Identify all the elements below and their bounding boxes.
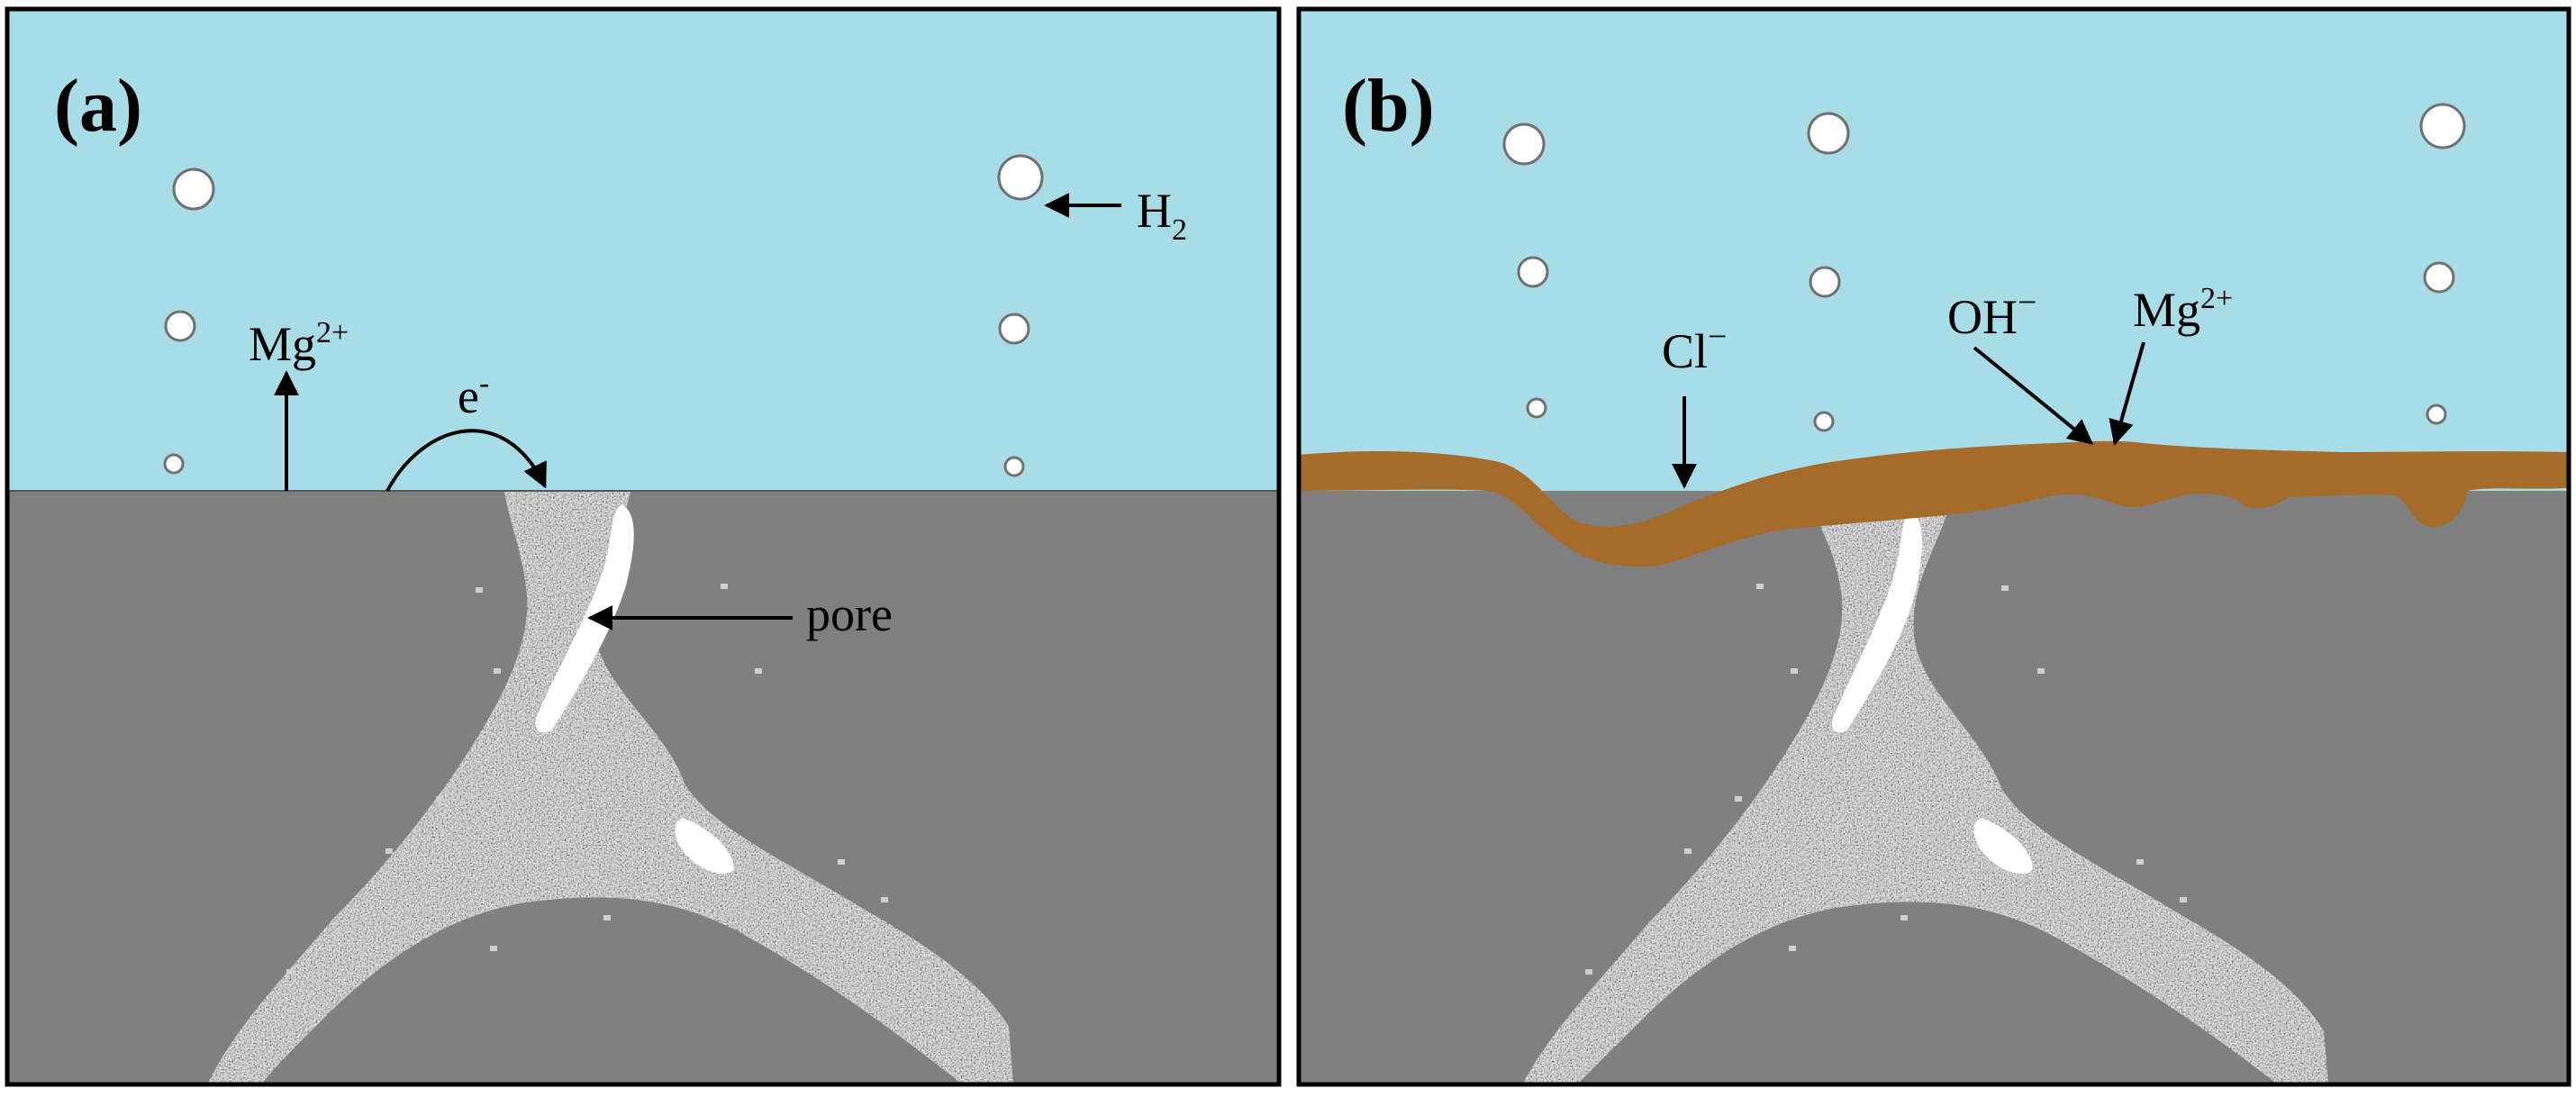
precipitates bbox=[1585, 584, 2187, 975]
bubble bbox=[2426, 403, 2447, 425]
panel-b-frame bbox=[1296, 6, 2571, 1087]
precipitates bbox=[286, 584, 888, 975]
mg-ion-label: Mg2+ bbox=[249, 316, 349, 371]
hydrogen-bubbles bbox=[1502, 103, 2466, 432]
pore-elongated bbox=[535, 504, 634, 733]
h2-label: H2 bbox=[1137, 184, 1187, 247]
pore-small bbox=[1973, 818, 2033, 875]
panel-a: Mg2+ e- H2 pore (a) bbox=[7, 9, 1279, 1084]
panel-a-frame bbox=[5, 6, 1282, 1087]
mg-ion-arrow bbox=[2109, 341, 2145, 446]
bubble bbox=[1813, 411, 1835, 432]
bubble bbox=[163, 453, 185, 475]
panel-letter-b: (b) bbox=[1342, 64, 1435, 148]
chloride-label: Cl− bbox=[1662, 318, 1727, 378]
bubble bbox=[164, 310, 196, 342]
electron-arrow bbox=[385, 429, 547, 492]
electrolyte-solution bbox=[7, 9, 1279, 491]
panel-letter-a: (a) bbox=[54, 64, 142, 148]
bubble bbox=[172, 168, 215, 211]
panel-b: Cl− OH− Mg2+ (b) bbox=[1299, 9, 2569, 1084]
bubble bbox=[997, 154, 1044, 201]
hydrogen-bubbles bbox=[163, 154, 1044, 477]
corrosion-product-layer bbox=[1299, 440, 2569, 567]
bubble bbox=[998, 313, 1030, 345]
bubble bbox=[1809, 266, 1841, 298]
bubble bbox=[1003, 456, 1025, 477]
bubble bbox=[2419, 103, 2466, 150]
bubble bbox=[1807, 112, 1850, 155]
bubble bbox=[1502, 122, 1546, 166]
electron-label: e- bbox=[458, 367, 489, 423]
pore-small bbox=[675, 818, 734, 875]
pore-elongated bbox=[1832, 512, 1923, 733]
pore-label: pore bbox=[806, 587, 893, 641]
bubble bbox=[2423, 261, 2455, 294]
hydroxide-label: OH− bbox=[1947, 284, 2036, 344]
electrolyte-solution bbox=[1299, 9, 2569, 491]
bubble bbox=[1517, 256, 1549, 288]
bubble bbox=[1526, 397, 1547, 419]
hydroxide-arrow bbox=[1973, 346, 2094, 445]
mg-ion-label: Mg2+ bbox=[2133, 282, 2233, 337]
